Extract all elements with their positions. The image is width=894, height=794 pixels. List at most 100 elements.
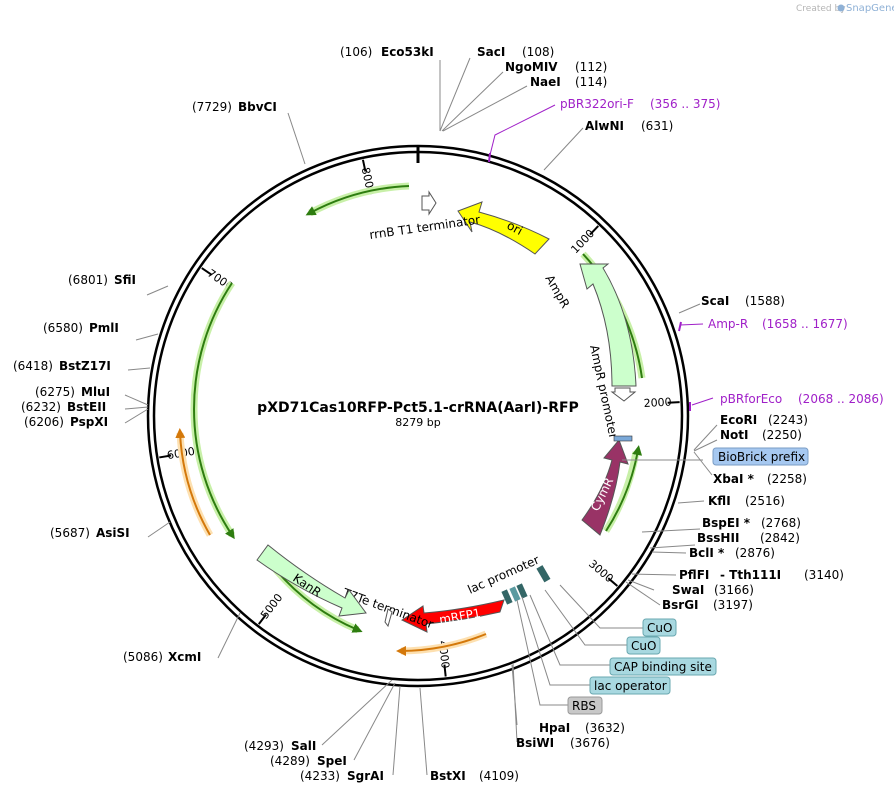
cymr-arrow-icon bbox=[581, 439, 629, 536]
enzyme-pos: (7729) bbox=[192, 100, 232, 114]
credit-text: Created by bbox=[796, 4, 846, 14]
enzyme-pos: (3140) bbox=[804, 568, 844, 582]
primer-lines bbox=[489, 104, 714, 406]
enzyme-name: BspEI * bbox=[702, 516, 751, 530]
rrnb-terminator-icon bbox=[421, 190, 437, 216]
enzyme-pos: (631) bbox=[641, 119, 673, 133]
tick-mark bbox=[607, 577, 619, 587]
ampr-arrow-icon bbox=[579, 263, 637, 387]
ampr-promoter-icon bbox=[610, 387, 637, 402]
enzyme-name: PspXI bbox=[70, 415, 108, 429]
lac-operator-label: lac operator bbox=[594, 679, 667, 693]
enzyme-pos: (6580) bbox=[43, 321, 83, 335]
arc-rrnb-icon bbox=[305, 185, 410, 216]
enzyme-name: BstEII bbox=[67, 400, 106, 414]
rrnb-terminator-label: rrnB T1 terminator bbox=[368, 213, 481, 242]
tick-mark bbox=[667, 401, 680, 404]
enzyme-name: AsiSI bbox=[96, 526, 130, 540]
credit-logo: SnapGene bbox=[846, 3, 894, 14]
ampr-label: AmpR bbox=[542, 273, 572, 311]
enzyme-pos: (1588) bbox=[745, 294, 785, 308]
plasmid-size: 8279 bp bbox=[395, 416, 440, 429]
enzyme-pos: (2876) bbox=[735, 546, 775, 560]
pbr322ori-f-mark-icon bbox=[488, 152, 491, 163]
enzyme-name: EcoRI bbox=[720, 413, 757, 427]
enzyme-name: NgoMIV bbox=[505, 60, 558, 74]
enzyme-name: AlwNI bbox=[585, 119, 624, 133]
tick-mark bbox=[258, 613, 267, 625]
enzyme-name: - Tth111I bbox=[720, 568, 781, 582]
enzyme-name: SacI bbox=[477, 45, 505, 59]
cap-binding-site-label: CAP binding site bbox=[614, 660, 712, 674]
kanr-arrow-icon bbox=[256, 544, 367, 617]
primer-range: (2068 .. 2086) bbox=[798, 392, 884, 406]
enzyme-name: SpeI bbox=[317, 754, 347, 768]
enzyme-name: SgrAI bbox=[347, 769, 384, 783]
enzyme-pos: (4289) bbox=[270, 754, 310, 768]
enzyme-name: BclI * bbox=[689, 546, 725, 560]
biobrick-prefix-label: BioBrick prefix bbox=[718, 450, 805, 464]
enzyme-name: HpaI bbox=[539, 721, 570, 735]
enzyme-pos: (112) bbox=[575, 60, 607, 74]
enzyme-pos: (3197) bbox=[713, 598, 753, 612]
ori-label: ori bbox=[505, 218, 525, 238]
primer-range: (1658 .. 1677) bbox=[762, 317, 848, 331]
enzyme-pos: (108) bbox=[522, 45, 554, 59]
enzyme-name: BbvCI bbox=[238, 100, 277, 114]
enzyme-pos: (5086) bbox=[123, 650, 163, 664]
enzyme-name: MluI bbox=[81, 385, 110, 399]
tick-mark bbox=[443, 664, 447, 677]
enzyme-name: XbaI * bbox=[713, 472, 755, 486]
tick-mark bbox=[361, 159, 367, 172]
enzyme-name: SfiI bbox=[114, 273, 136, 287]
ori-arrow-icon bbox=[457, 201, 550, 255]
tick-label: 2000 bbox=[643, 396, 672, 410]
arc-cymr-icon bbox=[605, 445, 643, 532]
arc-mrfp1-icon bbox=[396, 633, 487, 656]
enzyme-name: BstXI bbox=[430, 769, 466, 783]
enzyme-pos: (2842) bbox=[760, 531, 800, 545]
enzyme-name: BssHII bbox=[697, 531, 739, 545]
cap-binding-site-box bbox=[609, 657, 717, 676]
enzyme-pos: (4293) bbox=[244, 739, 284, 753]
enzyme-name: BsrGI bbox=[662, 598, 699, 612]
enzyme-pos: (2516) bbox=[745, 494, 785, 508]
enzyme-pos: (2258) bbox=[767, 472, 807, 486]
enzyme-pos: (114) bbox=[575, 75, 607, 89]
enzyme-name: Eco53kI bbox=[381, 45, 434, 59]
snapgene-logo-icon bbox=[837, 4, 845, 12]
tick-mark bbox=[201, 267, 213, 276]
enzyme-name: BsiWI bbox=[516, 736, 554, 750]
enzyme-pos: (4109) bbox=[479, 769, 519, 783]
enzyme-name: SalI bbox=[291, 739, 316, 753]
leader-lines bbox=[124, 57, 718, 776]
enzyme-pos: (3166) bbox=[714, 583, 754, 597]
enzyme-pos: (6801) bbox=[68, 273, 108, 287]
mrfp1-arrow-icon bbox=[400, 599, 505, 633]
enzyme-pos: (6275) bbox=[35, 385, 75, 399]
mrfp1-label: mRFP1 bbox=[438, 606, 482, 627]
enzyme-pos: (6418) bbox=[13, 359, 53, 373]
arc-halo bbox=[308, 182, 410, 217]
primer-name: pBRforEco bbox=[720, 392, 782, 406]
cuo-box bbox=[626, 636, 661, 655]
plasmid-name: pXD71Cas10RFP-Pct5.1-crRNA(AarI)-RFP bbox=[257, 400, 579, 416]
tick-mark bbox=[589, 225, 600, 236]
enzyme-pos: (2768) bbox=[761, 516, 801, 530]
primer-labels: pBR322ori-F (356 .. 375) Amp-R (1658 .. … bbox=[560, 97, 884, 406]
arc-kanr2-icon bbox=[193, 282, 235, 540]
rbs-label: RBS bbox=[572, 699, 596, 713]
enzyme-name: BstZ17I bbox=[59, 359, 111, 373]
amp-r-mark-icon bbox=[678, 321, 682, 332]
enzyme-pos: (2243) bbox=[768, 413, 808, 427]
primer-name: pBR322ori-F bbox=[560, 97, 634, 111]
cuo-box bbox=[642, 618, 677, 637]
enzyme-pos: (6232) bbox=[21, 400, 61, 414]
lac-promoter-label: lac promoter bbox=[466, 553, 542, 597]
t7te-terminator-icon bbox=[384, 608, 393, 628]
backbone-outer bbox=[146, 144, 690, 688]
rbs-box bbox=[567, 696, 603, 715]
boxed-labels: BioBrick prefix CuO CuO CAP binding site… bbox=[567, 447, 809, 715]
enzyme-pos: (6206) bbox=[24, 415, 64, 429]
